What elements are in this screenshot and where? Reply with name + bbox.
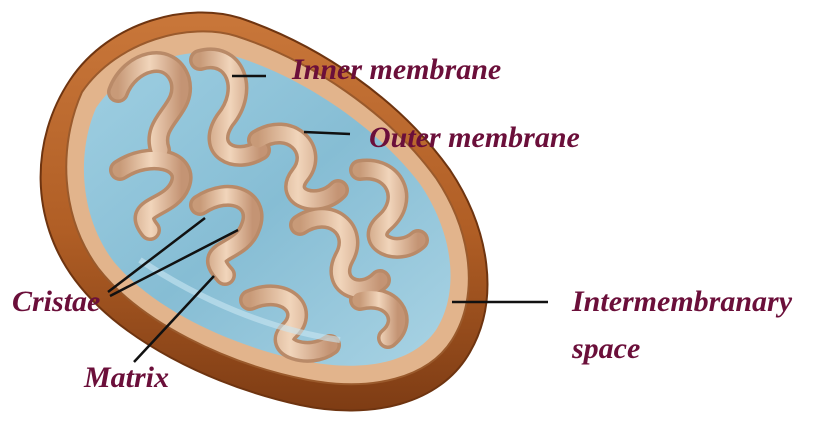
label-outer-membrane: Outer membrane bbox=[369, 121, 580, 155]
label-intermembranary-space: space bbox=[572, 332, 640, 366]
label-intermembranary: Intermembranary bbox=[572, 285, 792, 319]
label-inner-membrane: Inner membrane bbox=[292, 53, 501, 87]
label-cristae: Cristae bbox=[12, 285, 100, 319]
label-matrix: Matrix bbox=[84, 361, 169, 395]
